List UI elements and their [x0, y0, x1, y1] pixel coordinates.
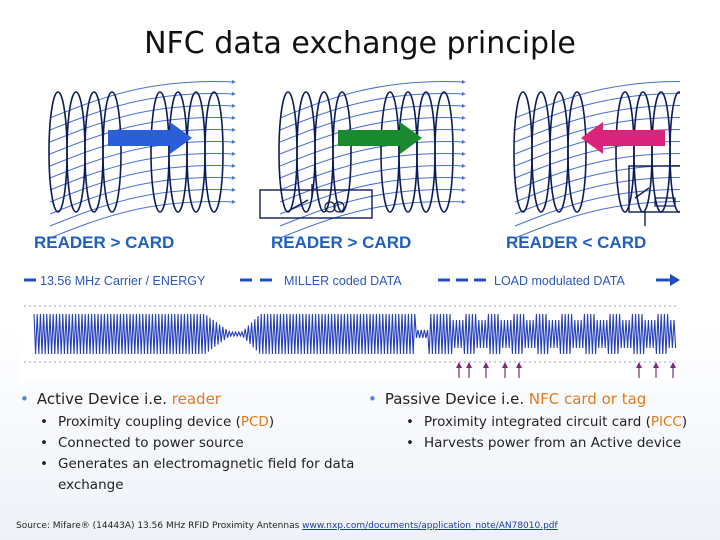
- list-item: Connected to power source: [20, 433, 380, 454]
- transfer-arrow-shaft: [338, 130, 400, 146]
- modulation-tick-head: [636, 362, 642, 368]
- coil-panel-3: [513, 81, 680, 239]
- modulation-tick-head: [653, 362, 659, 368]
- field-line: [514, 81, 680, 119]
- mode-label-1: READER > CARD: [34, 233, 174, 252]
- mode-labels: READER > CARD READER > CARD READER < CAR…: [34, 233, 646, 252]
- modulation-tick-head: [456, 362, 462, 368]
- mode-label-2: READER > CARD: [271, 233, 411, 252]
- heading-text: Active Device: [36, 390, 140, 408]
- coil-turn-left: [102, 91, 122, 213]
- list-item: Generates an electromagnetic field for d…: [20, 454, 380, 496]
- source-text: Source: Mifare® (14443A) 13.56 MHz RFID …: [16, 521, 303, 531]
- heading-accent: NFC card or tag: [528, 390, 647, 408]
- heading-connector: i.e.: [139, 390, 172, 408]
- field-line: [514, 201, 680, 239]
- page-title: NFC data exchange principle: [144, 26, 576, 61]
- mode-label-3: READER < CARD: [506, 233, 646, 252]
- heading-text: Passive Device: [384, 390, 497, 408]
- band-label-carrier: 13.56 MHz Carrier / ENERGY: [40, 274, 206, 288]
- switch-icon: [634, 187, 650, 199]
- nfc-diagram: READER > CARD READER > CARD READER < CAR…: [20, 80, 680, 382]
- heading-accent: reader: [171, 390, 221, 408]
- active-device-heading: • Active Device i.e. reader: [20, 390, 380, 408]
- coil-turn-left: [567, 91, 587, 213]
- waveform: [33, 313, 677, 355]
- coil-panel-1: [48, 80, 236, 239]
- transfer-arrow-head: [170, 122, 192, 154]
- modulation-tick-head: [670, 362, 676, 368]
- coil-panels: [48, 80, 680, 239]
- passive-device-list: Proximity integrated circuit card (PICC)…: [368, 412, 718, 454]
- bullet-icon: •: [368, 390, 377, 408]
- modulation-tick-head: [516, 362, 522, 368]
- source-citation: Source: Mifare® (14443A) 13.56 MHz RFID …: [16, 521, 558, 531]
- coupler-icon: [324, 201, 336, 213]
- field-line: [49, 199, 236, 239]
- transfer-arrow-shaft: [603, 130, 665, 146]
- field-line: [279, 163, 466, 203]
- modulation-ticks: [456, 362, 676, 378]
- band-label-load: LOAD modulated DATA: [494, 274, 626, 288]
- active-device-section: • Active Device i.e. reader Proximity cou…: [20, 390, 380, 496]
- circuit-box: [628, 165, 680, 213]
- coil-turn-right: [204, 91, 224, 213]
- coil-turn-right: [434, 91, 454, 213]
- resistor-icon: [654, 197, 676, 207]
- passive-device-heading: • Passive Device i.e. NFC card or tag: [368, 390, 718, 408]
- list-item: Harvests power from an Active device: [368, 433, 718, 454]
- modulation-tick-head: [483, 362, 489, 368]
- field-line: [279, 199, 466, 239]
- list-item: Proximity coupling device (PCD): [20, 412, 380, 433]
- source-link[interactable]: www.nxp.com/documents/application_note/A…: [302, 521, 558, 531]
- band-label-miller: MILLER coded DATA: [284, 274, 402, 288]
- transfer-arrow-head: [400, 122, 422, 154]
- field-line: [49, 163, 236, 203]
- transfer-arrow-shaft: [108, 130, 170, 146]
- passive-device-section: • Passive Device i.e. NFC card or tag Pro…: [368, 390, 718, 454]
- modulation-tick-head: [466, 362, 472, 368]
- carrier-waveform: [33, 313, 677, 355]
- band-labels: 13.56 MHz Carrier / ENERGY MILLER coded …: [40, 274, 626, 288]
- modulation-tick-head: [502, 362, 508, 368]
- transfer-arrow-head: [581, 122, 603, 154]
- circuit-box: [259, 189, 373, 219]
- switch-icon: [289, 199, 309, 211]
- field-line: [279, 80, 466, 119]
- coil-panel-2: [259, 80, 466, 239]
- band-row: [24, 274, 680, 363]
- list-item: Proximity integrated circuit card (PICC): [368, 412, 718, 433]
- band-arrow-head: [670, 274, 680, 286]
- field-line: [49, 80, 236, 119]
- active-device-list: Proximity coupling device (PCD) Connecte…: [20, 412, 380, 496]
- coil-turn-left: [332, 91, 352, 213]
- heading-connector: i.e.: [496, 390, 529, 408]
- coupler-icon: [333, 201, 345, 213]
- bullet-icon: •: [20, 390, 29, 408]
